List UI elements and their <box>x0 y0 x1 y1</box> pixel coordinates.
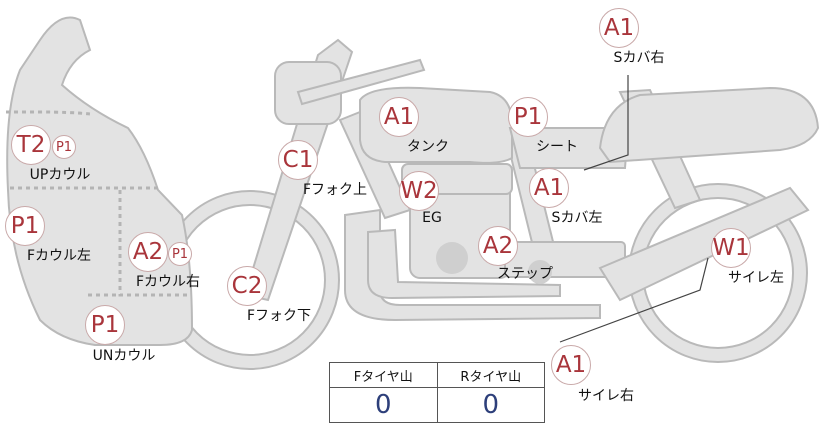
grade-badge-step: A2 <box>478 226 518 266</box>
part-label-muffler-right: サイレ右 <box>578 388 634 404</box>
part-label-front-fork-lower: Fフォク下 <box>246 308 312 324</box>
part-label-front-cowl-right: Fカウル右 <box>135 274 201 290</box>
rear-tire-header: Rタイヤ山 <box>436 362 545 388</box>
part-label-s-cover-right-top: Sカバ右 <box>613 50 665 66</box>
front-tire-value: 0 <box>329 387 438 423</box>
grade-badge-engine: W2 <box>399 171 439 211</box>
grade-badge-up-cowl: T2 <box>11 125 51 165</box>
part-label-under-cowl: UNカウル <box>92 348 156 364</box>
muffler-shape <box>598 186 810 302</box>
side-cover-shape <box>508 127 630 169</box>
part-label-s-cover-left: Sカバ左 <box>551 210 603 226</box>
grade-badge-tank: A1 <box>379 97 419 137</box>
rear-tire-value: 0 <box>436 387 545 423</box>
grade-badge-muffler-left: W1 <box>711 228 751 268</box>
grade-badge-up-cowl-sub: P1 <box>52 135 76 159</box>
grade-badge-front-cowl-left: P1 <box>5 206 45 246</box>
grade-badge-s-cover-right-top: A1 <box>599 8 639 48</box>
grade-badge-under-cowl: P1 <box>85 305 125 345</box>
part-label-muffler-left: サイレ左 <box>728 270 784 286</box>
grade-badge-s-cover-left: A1 <box>529 168 569 208</box>
grade-badge-front-cowl-right: A2 <box>128 232 168 272</box>
grade-badge-front-fork-upper: C1 <box>278 140 318 180</box>
grade-badge-muffler-right: A1 <box>551 345 591 385</box>
seat-shape <box>598 86 820 164</box>
part-label-engine: EG <box>422 210 442 226</box>
part-label-step: ステップ <box>497 266 553 282</box>
grade-badge-front-fork-lower: C2 <box>227 266 267 306</box>
front-tire-header: Fタイヤ山 <box>329 362 438 388</box>
part-label-front-fork-upper: Fフォク上 <box>302 182 368 198</box>
part-label-front-cowl-left: Fカウル左 <box>26 248 92 264</box>
part-label-up-cowl: UPカウル <box>29 167 91 183</box>
grade-badge-front-cowl-right-sub: P1 <box>168 242 192 266</box>
grade-badge-seat: P1 <box>508 97 548 137</box>
part-label-seat: シート <box>536 139 578 155</box>
part-label-tank: タンク <box>407 139 449 155</box>
tire-tread-table: Fタイヤ山 Rタイヤ山 0 0 <box>329 362 545 423</box>
